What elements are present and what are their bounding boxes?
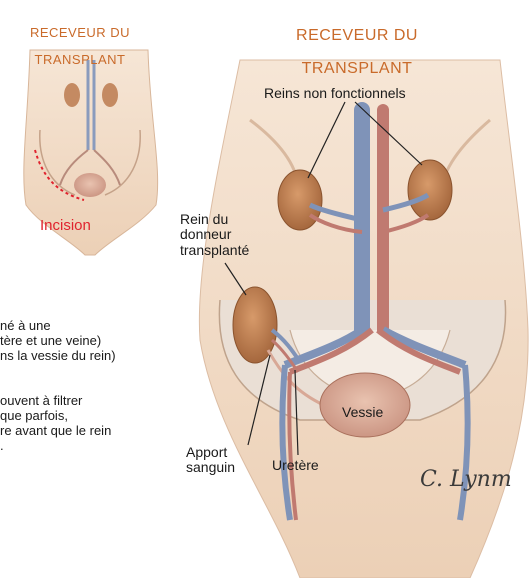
bladder-label: Vessie: [342, 405, 383, 420]
left-small-kidney-left: [64, 83, 80, 107]
native-kidney-right: [408, 160, 452, 220]
blood-supply-line1: Apport: [186, 444, 227, 460]
right-title-line2: TRANSPLANT: [302, 60, 413, 77]
body-text-line5: que parfois,: [0, 408, 68, 423]
body-text-line4: ouvent à filtrer: [0, 393, 82, 408]
left-title-line2: TRANSPLANT: [35, 52, 126, 67]
body-text-line6: re avant que le rein: [0, 423, 111, 438]
donor-kidney-line2: donneur: [180, 226, 231, 242]
artist-signature: C. Lynm: [420, 468, 512, 492]
body-text-line1: né à une: [0, 318, 51, 333]
left-title-line1: RECEVEUR DU: [30, 25, 130, 40]
donor-kidney-line3: transplanté: [180, 242, 249, 258]
ureter-label: Uretère: [272, 458, 319, 473]
native-kidney-left: [278, 170, 322, 230]
nonfunctional-kidneys-label: Reins non fonctionnels: [264, 86, 406, 101]
body-text-line2: tère et une veine): [0, 333, 101, 348]
blood-supply-label: Apport sanguin: [186, 445, 235, 476]
left-small-bladder: [74, 173, 106, 197]
body-text-line3: ns la vessie du rein): [0, 348, 116, 363]
donor-kidney-label: Rein du donneur transplanté: [180, 212, 249, 258]
right-torso-figure: [199, 60, 528, 578]
right-title-line1: RECEVEUR DU: [296, 27, 418, 44]
body-text-line7: .: [0, 438, 4, 453]
right-panel-title: RECEVEUR DU TRANSPLANT: [262, 11, 452, 78]
donor-kidney-line1: Rein du: [180, 211, 228, 227]
left-panel-title: RECEVEUR DU TRANSPLANT: [15, 12, 145, 67]
blood-supply-line2: sanguin: [186, 459, 235, 475]
incision-label: Incision: [40, 218, 91, 235]
left-small-kidney-right: [102, 83, 118, 107]
